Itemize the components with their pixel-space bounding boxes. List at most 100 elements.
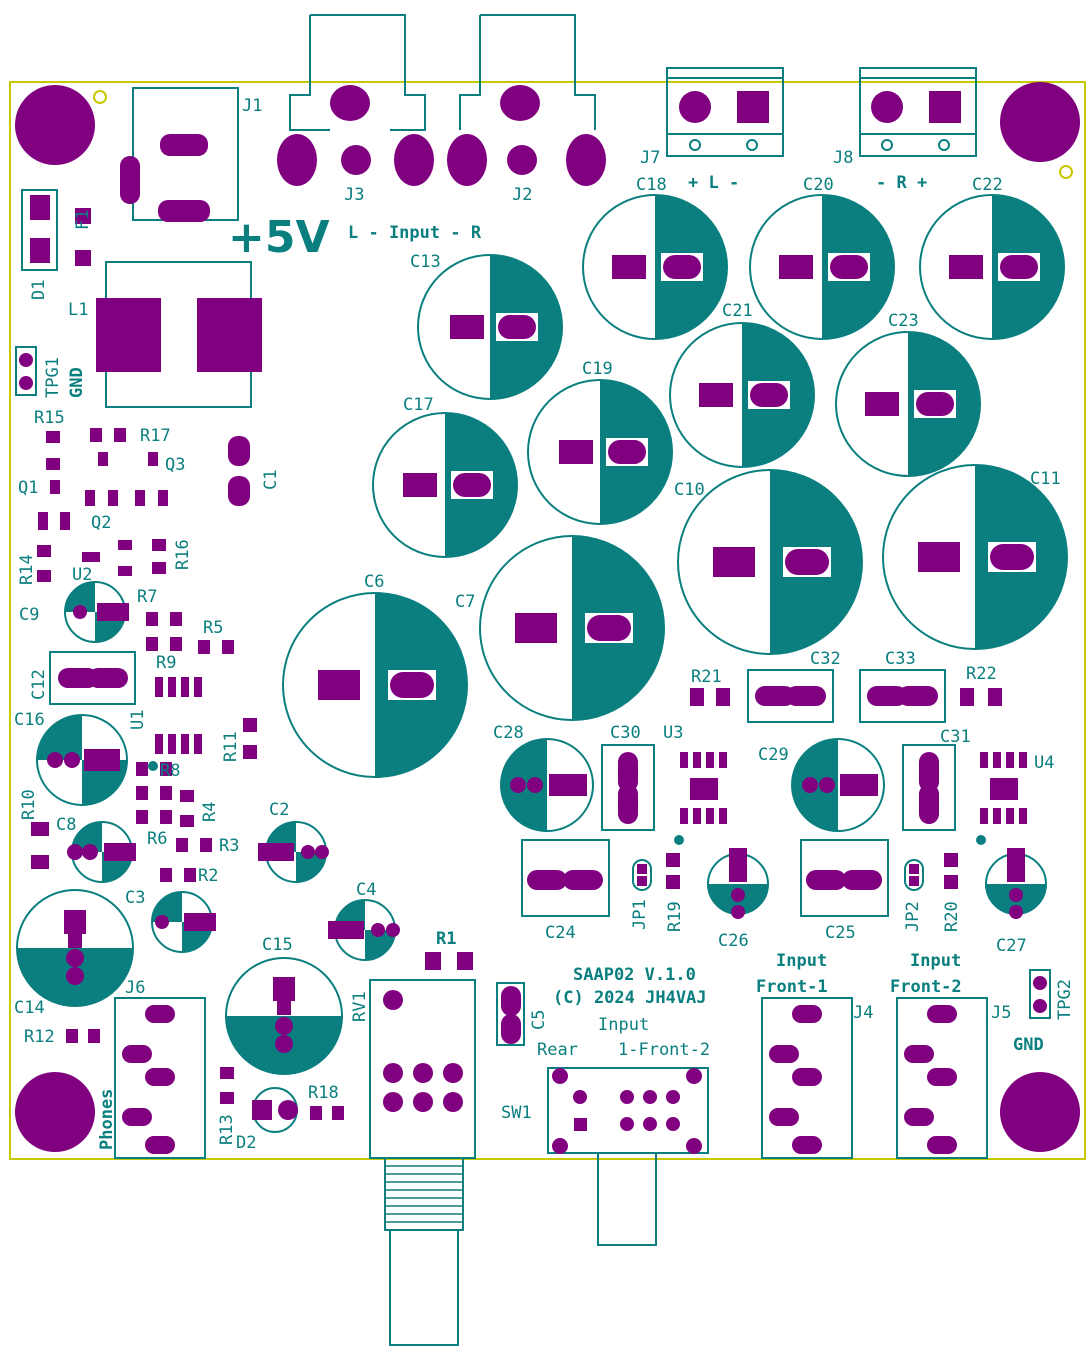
- front1-label-a: Input: [776, 951, 827, 971]
- caps-c24-c25: [521, 839, 889, 917]
- ref-c29: C29: [758, 745, 789, 765]
- test-point-tpg1: [15, 346, 37, 396]
- ref-jp2: JP2: [903, 901, 923, 932]
- ref-c18: C18: [636, 175, 667, 195]
- ref-c8: C8: [56, 815, 76, 835]
- ref-j8: J8: [833, 148, 853, 168]
- ref-r5: R5: [203, 618, 223, 638]
- ref-j5: J5: [991, 1003, 1011, 1023]
- ref-c10: C10: [674, 480, 705, 500]
- ref-d2: D2: [236, 1133, 256, 1153]
- ref-c17: C17: [403, 395, 434, 415]
- gnd-label-2: GND: [1013, 1035, 1044, 1055]
- input-label: L - Input - R: [348, 223, 482, 243]
- medium-caps: [372, 194, 1065, 558]
- ref-d1: D1: [29, 280, 49, 300]
- ref-c21: C21: [722, 301, 753, 321]
- ref-r16: R16: [173, 539, 193, 570]
- phone-jacks: [114, 997, 988, 1159]
- ref-l1: L1: [68, 300, 88, 320]
- ref-c25: C25: [825, 923, 856, 943]
- ref-c15: C15: [262, 935, 293, 955]
- large-caps: [282, 464, 1068, 778]
- led-d2: [252, 1087, 298, 1133]
- switch-sw1: [547, 1067, 709, 1246]
- ref-r13: R13: [217, 1114, 237, 1145]
- ref-u1: U1: [128, 710, 148, 730]
- ref-c7: C7: [455, 592, 475, 612]
- mounting-holes: [15, 82, 1080, 1152]
- ref-c23: C23: [888, 311, 919, 331]
- r1-c5: [425, 952, 525, 1046]
- ref-j3: J3: [344, 185, 364, 205]
- ref-sw1: SW1: [501, 1103, 532, 1123]
- inductor-l1: [96, 261, 262, 408]
- ref-c33: C33: [885, 649, 916, 669]
- caps-c30-c31: [601, 744, 956, 831]
- ic-u1: [148, 677, 202, 771]
- ref-r14: R14: [17, 554, 37, 585]
- ref-r12: R12: [24, 1027, 55, 1047]
- ref-r2: R2: [198, 866, 218, 886]
- ref-c24: C24: [545, 923, 576, 943]
- input-jacks: [277, 14, 606, 186]
- ref-j7: J7: [640, 148, 660, 168]
- ref-r4: R4: [200, 802, 220, 822]
- cap-c12: [49, 651, 136, 705]
- smd-parts-left: [31, 428, 344, 1120]
- test-point-tpg2: [1029, 969, 1051, 1019]
- ref-u2: U2: [72, 565, 92, 585]
- ref-u4: U4: [1034, 753, 1054, 773]
- ref-c5: C5: [529, 1010, 549, 1030]
- ref-c26: C26: [718, 931, 749, 951]
- ref-j4: J4: [853, 1003, 873, 1023]
- fuse-diode: [21, 189, 91, 271]
- ref-r19: R19: [665, 901, 685, 932]
- ref-c28: C28: [493, 723, 524, 743]
- ref-c16: C16: [14, 710, 45, 730]
- ref-c13: C13: [410, 252, 441, 272]
- ref-jp1: JP1: [630, 899, 650, 930]
- board-labels: +5V L - Input - R + L - - R + GND GND Ph…: [67, 173, 1044, 1150]
- caps-c14-c15: [16, 889, 343, 1075]
- ref-q2: Q2: [91, 513, 111, 533]
- ref-tpg1: TPG1: [43, 357, 63, 398]
- ref-r18: R18: [308, 1083, 339, 1103]
- small-caps-left: [36, 581, 400, 961]
- box-caps-right: [690, 669, 1002, 723]
- ref-r22: R22: [966, 664, 997, 684]
- ref-r1: R1: [436, 929, 456, 949]
- jumpers: [632, 853, 958, 891]
- reference-designators: J1 J3 J2 J7 J8 F1 D1 L1 TPG1 R15 R17 Q1 …: [14, 96, 1075, 1153]
- ref-c27: C27: [996, 936, 1027, 956]
- board-copyright: (C) 2024 JH4VAJ: [553, 988, 707, 1008]
- ref-c4: C4: [356, 880, 376, 900]
- ref-c14: C14: [14, 998, 45, 1018]
- phones-label: Phones: [97, 1089, 117, 1150]
- power-label: +5V: [228, 212, 330, 263]
- ref-c30: C30: [610, 723, 641, 743]
- ref-c31: C31: [940, 727, 971, 747]
- out-right-label: - R +: [876, 173, 927, 193]
- ref-c6: C6: [364, 572, 384, 592]
- terminal-blocks: [666, 67, 977, 157]
- dc-jack-j1: [120, 87, 239, 222]
- ref-j2: J2: [512, 185, 532, 205]
- ref-c19: C19: [582, 359, 613, 379]
- ref-f1: F1: [73, 210, 93, 230]
- ref-rv1: RV1: [350, 991, 370, 1022]
- front1-label-b: Front-1: [756, 977, 828, 997]
- ref-c9: C9: [19, 605, 39, 625]
- ref-c2: C2: [269, 800, 289, 820]
- ref-q1: Q1: [18, 478, 38, 498]
- front2-label-b: Front-2: [890, 977, 962, 997]
- gnd-label-1: GND: [67, 367, 87, 398]
- switch-front-label: 1-Front-2: [618, 1040, 710, 1060]
- ref-r10: R10: [19, 789, 39, 820]
- ref-r3: R3: [219, 836, 239, 856]
- out-left-label: + L -: [688, 173, 739, 193]
- ref-c3: C3: [125, 888, 145, 908]
- ref-c22: C22: [972, 175, 1003, 195]
- ref-tpg2: TPG2: [1055, 979, 1075, 1020]
